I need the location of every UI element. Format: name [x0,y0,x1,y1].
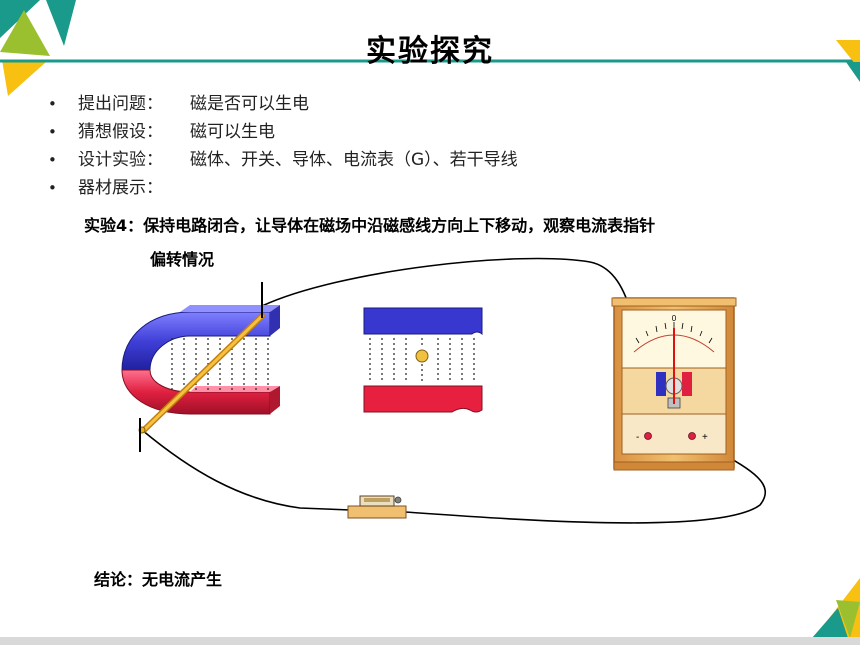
corner-triangle-br-green [836,600,860,638]
ammeter-terminal-plus [688,432,696,440]
bullet-label: 提出问题： [78,94,163,114]
corner-triangle-green [0,10,50,56]
ammeter: 0 - + [611,297,737,471]
horseshoe-magnet [121,305,280,415]
bullet-dot: • [48,123,57,141]
wire-left [141,429,351,511]
bullet-label: 猜想假设： [78,122,163,142]
page-title: 实验探究 [366,34,494,69]
bullet-label: 器材展示： [78,178,163,198]
magnet-blue-end [270,305,280,336]
conductor-cross-section [415,349,429,363]
cross-section-south [363,385,483,413]
bullet-value: 磁可以生电 [190,122,275,142]
corner-triangle-br-teal [812,608,848,638]
bullet-dot: • [48,95,57,113]
switch [347,495,407,519]
conclusion-text: 结论：无电流产生 [94,570,223,589]
experiment-description-cont: 偏转情况 [150,250,215,269]
bullet-label: 设计实验： [78,150,163,170]
conductor-rod [138,282,265,452]
magnet-red-end [270,386,280,414]
magnet-blue-arm [121,311,271,371]
bullet-value: 磁体、开关、导体、电流表（G）、若干导线 [190,150,518,170]
ammeter-terminal-panel [621,413,727,455]
ammeter-minus-label: - [636,432,639,443]
experiment-description: 实验4：保持电路闭合，让导体在磁场中沿磁感线方向上下移动，观察电流表指针 [84,216,656,235]
bullet-dot: • [48,179,57,197]
magnet-cross-section [363,307,483,413]
bottom-bar [0,637,860,645]
ammeter-terminal-minus [644,432,652,440]
corner-triangle-teal-2 [46,0,76,46]
bullet-dot: • [48,151,57,169]
wire-right [404,435,767,524]
field-lines-left [171,338,269,390]
ammeter-inner-magnet [656,372,666,396]
ammeter-plus-label: + [702,432,708,443]
corner-triangle-right-teal [846,62,860,82]
magnet-red-top [190,386,280,392]
cross-section-north [363,307,483,336]
bullet-value: 磁是否可以生电 [190,94,309,114]
magnet-blue-top [180,305,280,312]
ammeter-zero-mark: 0 [672,314,677,323]
corner-triangle-yellow [2,60,46,96]
